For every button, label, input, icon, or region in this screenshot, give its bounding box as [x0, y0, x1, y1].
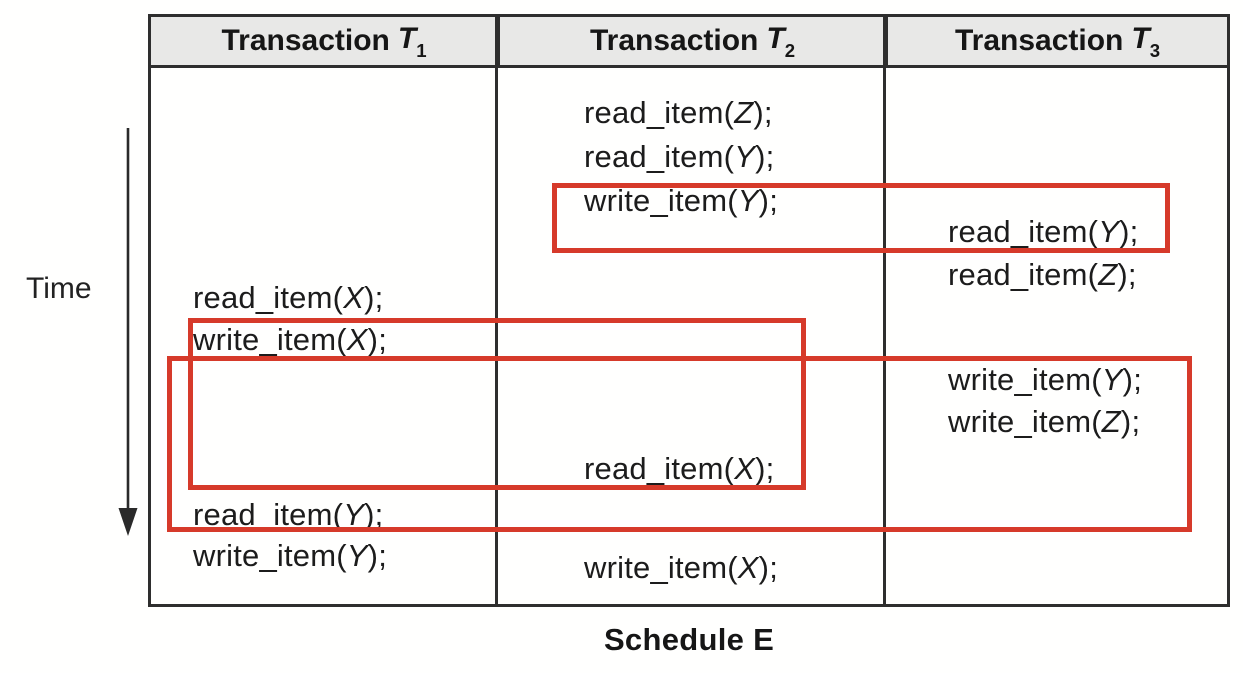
header-t1-symbol: T1	[397, 22, 427, 62]
header-separator-line	[151, 65, 1227, 68]
t1-op-write-item-x: write_item(X);	[193, 322, 388, 357]
t1-op-read-item-x: read_item(X);	[193, 280, 384, 315]
header-transaction-t2: Transaction T2	[497, 17, 885, 65]
header-t3-text: Transaction	[954, 24, 1124, 57]
header-t1-text: Transaction	[221, 24, 390, 57]
header-t2-symbol: T2	[766, 22, 796, 62]
table-header-row: Transaction T1 Transaction T2 Transactio…	[151, 17, 1227, 65]
t2-op-read-item-x: read_item(X);	[584, 451, 775, 486]
t3-op-read-item-z: read_item(Z);	[948, 257, 1137, 292]
time-arrow-icon	[118, 128, 138, 536]
t2-op-write-item-x: write_item(X);	[584, 550, 779, 585]
t3-op-write-item-z: write_item(Z);	[948, 404, 1141, 439]
header-t2-text: Transaction	[589, 24, 759, 57]
header-transaction-t3: Transaction T3	[885, 17, 1227, 65]
t2-op-read-item-z: read_item(Z);	[584, 95, 773, 130]
t3-op-write-item-y: write_item(Y);	[948, 362, 1143, 397]
time-axis-label: Time	[26, 272, 92, 305]
t3-op-read-item-y: read_item(Y);	[948, 214, 1139, 249]
schedule-caption: Schedule E	[603, 622, 775, 657]
column-divider-2	[883, 17, 886, 604]
schedule-table: Transaction T1 Transaction T2 Transactio…	[148, 14, 1230, 607]
column-divider-1	[495, 17, 498, 604]
header-transaction-t1: Transaction T1	[151, 17, 497, 65]
t2-op-write-item-y: write_item(Y);	[584, 183, 779, 218]
t1-op-write-item-y: write_item(Y);	[193, 538, 388, 573]
t2-op-read-item-y: read_item(Y);	[584, 139, 775, 174]
header-t3-symbol: T3	[1131, 22, 1161, 62]
t1-op-read-item-y: read_item(Y);	[193, 497, 384, 532]
